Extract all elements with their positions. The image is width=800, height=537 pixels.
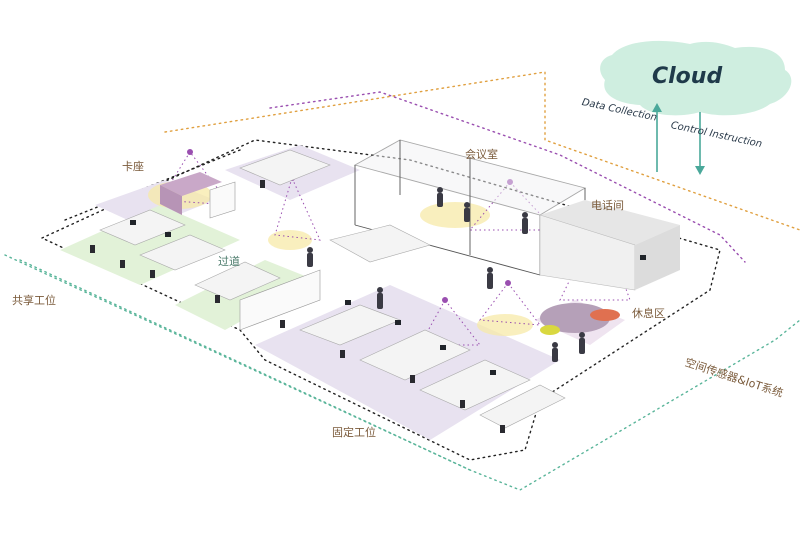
desk-block-2 bbox=[139, 234, 226, 271]
lounge-label: 休息区 bbox=[632, 307, 665, 320]
orange-boundary bbox=[164, 71, 800, 231]
fixed-desks-label: 固定工位 bbox=[332, 426, 376, 439]
sensor-node-5 bbox=[442, 297, 448, 303]
sensor-glow-2 bbox=[268, 230, 312, 250]
desk-block-5 bbox=[329, 224, 431, 263]
download-arrow bbox=[695, 112, 705, 175]
chairs bbox=[90, 180, 505, 433]
shared-desks-label: 共享工位 bbox=[12, 294, 56, 307]
screens bbox=[130, 220, 646, 375]
aisle-floor bbox=[175, 260, 315, 330]
sensor-node-1 bbox=[187, 149, 193, 155]
people bbox=[307, 187, 585, 362]
lounge-furniture bbox=[540, 303, 620, 335]
aisle-label: 过道 bbox=[218, 255, 240, 268]
shared-floor-left bbox=[60, 205, 240, 285]
desk-block-9 bbox=[479, 384, 566, 429]
sensor-glow-4 bbox=[477, 314, 533, 336]
shelf-units bbox=[209, 181, 321, 331]
desk-block-1 bbox=[99, 209, 186, 246]
booth-label: 卡座 bbox=[122, 160, 144, 173]
desk-block-7 bbox=[359, 329, 471, 381]
desk-block-8 bbox=[419, 359, 531, 411]
cloud-label: Cloud bbox=[652, 64, 723, 89]
floor-outlines bbox=[4, 71, 800, 491]
sensor-node-4 bbox=[505, 280, 511, 286]
phone-room-label: 电话间 bbox=[591, 199, 624, 212]
phone-room bbox=[539, 200, 680, 291]
cloud-shape bbox=[600, 40, 792, 116]
green-boundary-inner bbox=[19, 259, 471, 471]
meeting-room-label: 会议室 bbox=[465, 148, 498, 161]
upload-arrow bbox=[652, 103, 662, 172]
sensor-glow-3 bbox=[420, 202, 490, 228]
desk-blocks bbox=[99, 149, 566, 429]
purple-boundary bbox=[269, 91, 746, 263]
booth-furniture bbox=[160, 172, 222, 215]
desk-block-4 bbox=[239, 149, 331, 186]
